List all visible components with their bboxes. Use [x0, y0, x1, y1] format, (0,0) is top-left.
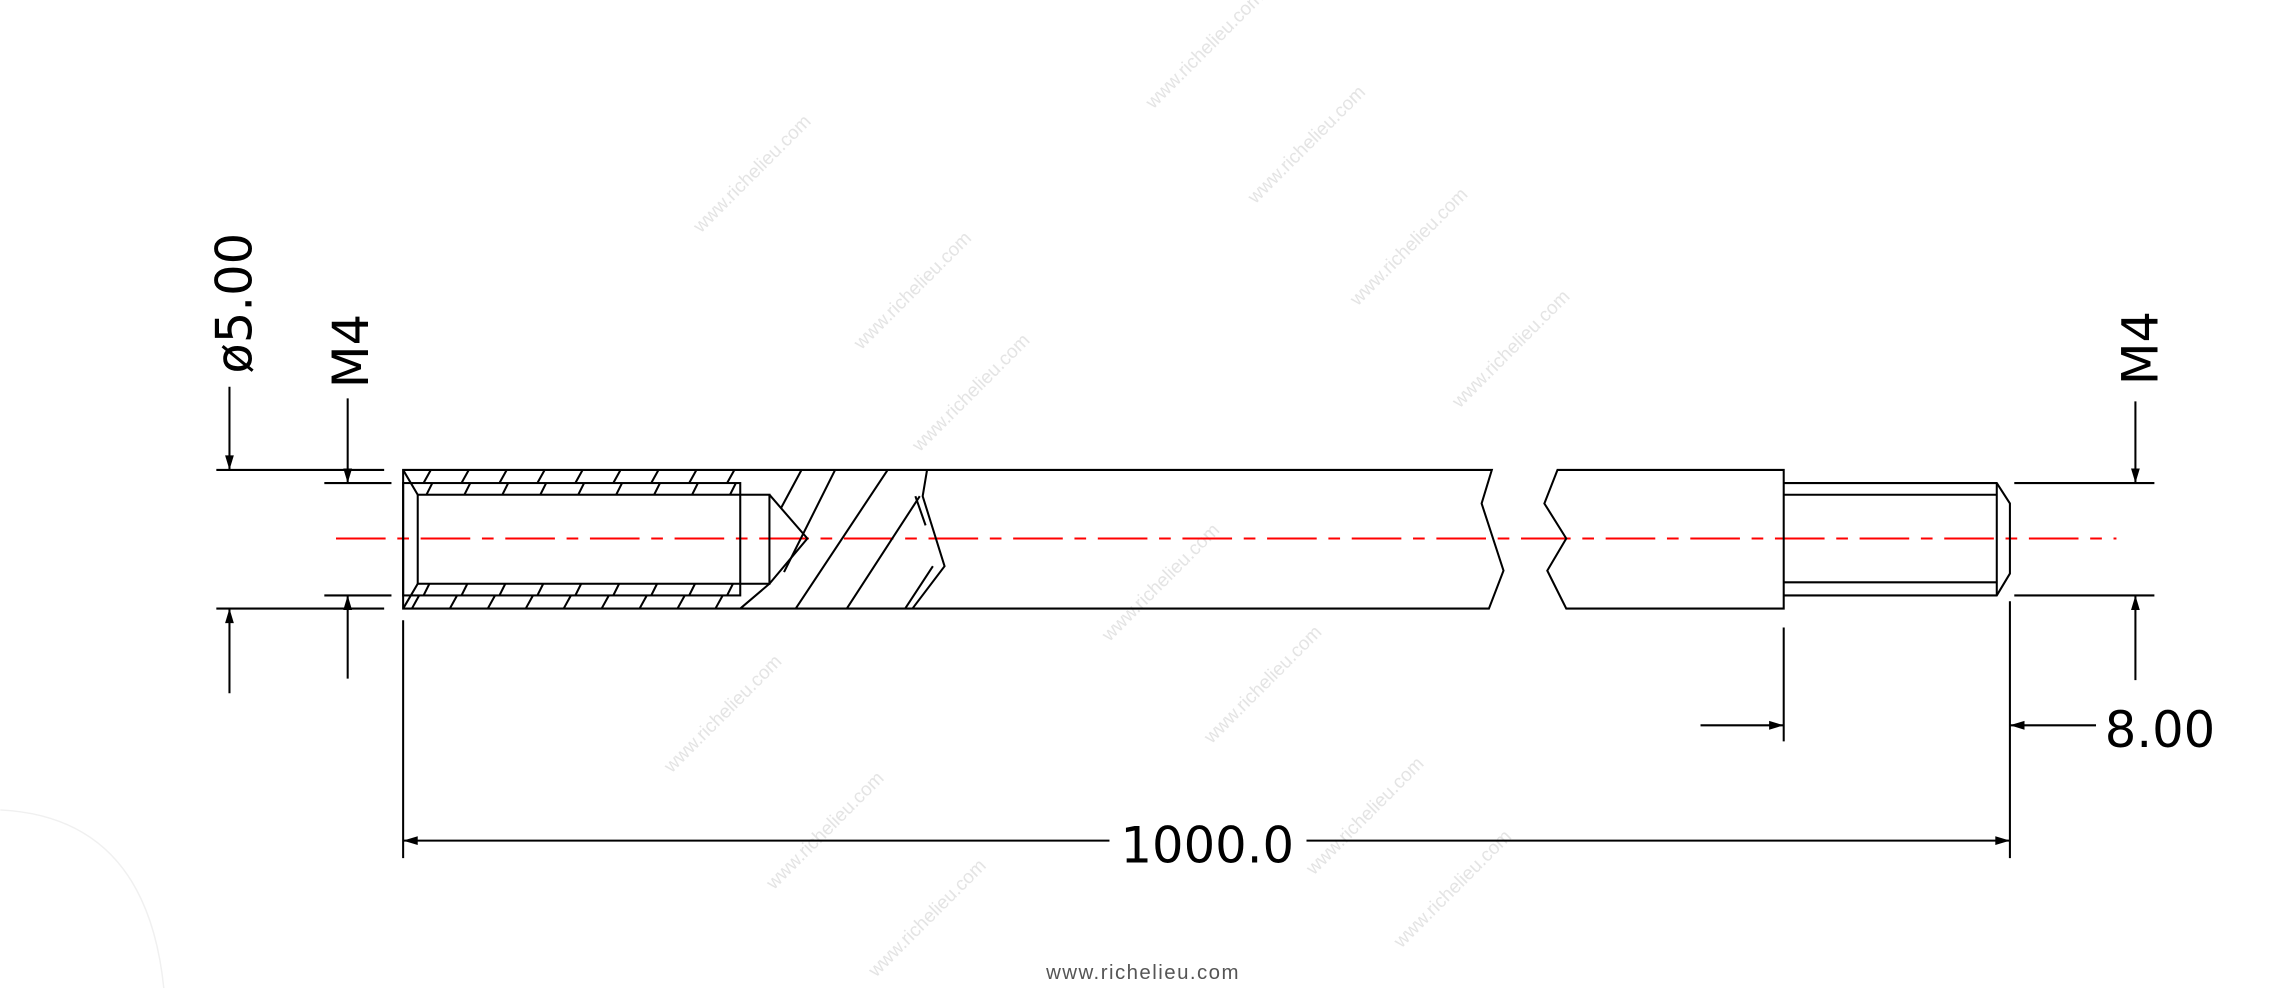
svg-text:www.richelieu.com: www.richelieu.com	[1141, 0, 1268, 114]
svg-text:www.richelieu.com: www.richelieu.com	[908, 330, 1035, 457]
rod-body	[402, 468, 2011, 610]
svg-text:www.richelieu.com: www.richelieu.com	[1389, 826, 1516, 953]
thread-left-label: M4	[322, 314, 380, 388]
svg-text:www.richelieu.com: www.richelieu.com	[1448, 286, 1575, 413]
watermarks: www.richelieu.com www.richelieu.com www.…	[660, 0, 1575, 982]
svg-text:www.richelieu.com: www.richelieu.com	[762, 768, 889, 895]
overall-length-dimension: 1000.0	[403, 816, 2010, 874]
svg-text:www.richelieu.com: www.richelieu.com	[864, 855, 991, 982]
footer-url: www.richelieu.com	[1045, 962, 1240, 984]
svg-text:www.richelieu.com: www.richelieu.com	[1302, 753, 1429, 880]
diameter-dimension: ø5.00	[205, 233, 385, 694]
stud-length-label: 8.00	[2105, 701, 2215, 759]
svg-text:www.richelieu.com: www.richelieu.com	[689, 111, 816, 238]
stud-length-dimension: 8.00	[1700, 601, 2215, 859]
svg-text:www.richelieu.com: www.richelieu.com	[660, 651, 787, 778]
svg-text:www.richelieu.com: www.richelieu.com	[1346, 184, 1473, 311]
overall-length-label: 1000.0	[1120, 816, 1294, 874]
svg-text:www.richelieu.com: www.richelieu.com	[1200, 622, 1327, 749]
svg-text:www.richelieu.com: www.richelieu.com	[849, 228, 976, 355]
thread-right-label: M4	[2111, 311, 2169, 385]
thread-right-dimension: M4	[2014, 311, 2169, 681]
corner-decoration	[0, 809, 165, 988]
svg-text:www.richelieu.com: www.richelieu.com	[1243, 82, 1370, 209]
thread-left-dimension: M4	[322, 314, 405, 859]
diameter-label: ø5.00	[205, 233, 263, 374]
